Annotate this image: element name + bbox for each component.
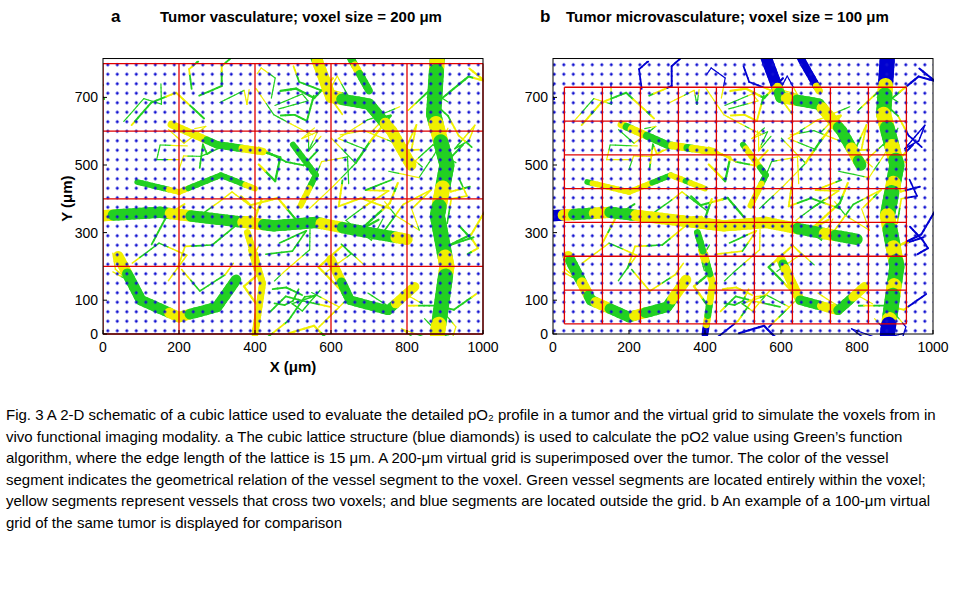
x-tick	[407, 330, 408, 334]
x-tick	[179, 330, 180, 334]
voxel-grid-line	[103, 266, 483, 267]
y-tick	[103, 334, 107, 335]
y-tick	[103, 165, 107, 166]
y-tick	[103, 97, 107, 98]
axes-frame	[103, 59, 483, 334]
x-tick	[483, 330, 484, 334]
x-tick	[331, 330, 332, 334]
y-tick	[103, 232, 107, 233]
vessel-network	[553, 59, 934, 336]
voxel-grid-line	[103, 198, 483, 199]
lattice-points	[103, 59, 483, 336]
vessel-network	[103, 59, 484, 336]
y-tick	[103, 300, 107, 301]
voxel-grid-line	[103, 63, 483, 64]
x-tick	[103, 330, 104, 334]
voxel-grid-line	[103, 131, 483, 132]
x-tick	[255, 330, 256, 334]
